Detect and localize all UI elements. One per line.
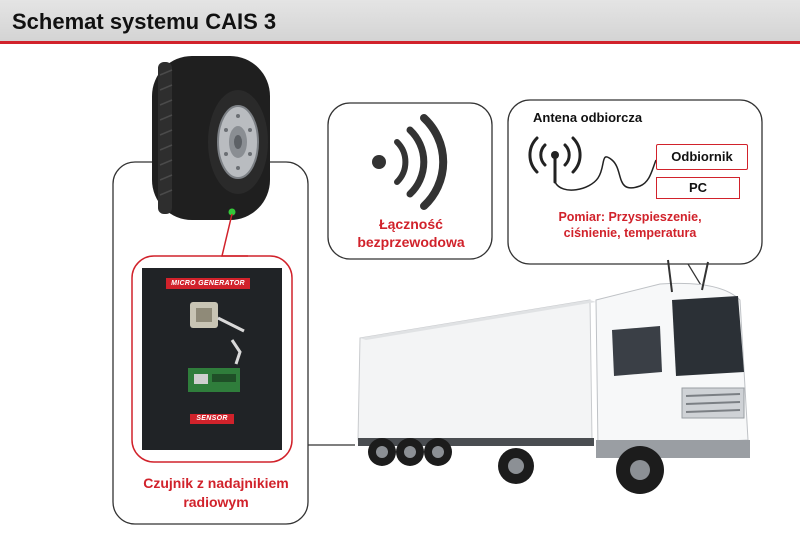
tire-illustration (152, 56, 270, 220)
page-title: Schemat systemu CAIS 3 (12, 9, 277, 34)
antenna-icon (528, 136, 582, 184)
wireless-callout-box (327, 102, 493, 260)
measurement-caption-line2: ciśnienie, temperatura (563, 226, 697, 240)
wireless-caption-line2: bezprzewodowa (357, 234, 465, 250)
sensor-photo-frame (131, 255, 293, 463)
micro-generator-label: MICRO GENERATOR (166, 278, 250, 289)
receiver-box-label: Odbiornik (656, 144, 748, 170)
antenna-cable (554, 156, 657, 191)
sensor-caption-line1: Czujnik z nadajnikiem (143, 475, 289, 491)
header-bar: Schemat systemu CAIS 3 (0, 0, 800, 41)
receiver-callout-box (507, 99, 763, 265)
measurement-caption: Pomiar: Przyspieszenie, ciśnienie, tempe… (530, 209, 730, 241)
antenna-label: Antena odbiorcza (533, 110, 643, 125)
wireless-signal-icon (372, 114, 448, 210)
sensor-caption-line2: radiowym (183, 494, 249, 510)
callout-pointer (221, 213, 248, 257)
sensor-caption: Czujnik z nadajnikiem radiowym (128, 474, 304, 512)
header-divider (0, 41, 800, 44)
truck-illustration (357, 259, 750, 494)
wireless-caption-line1: Łączność (379, 216, 443, 232)
wireless-caption: Łączność bezprzewodowa (336, 215, 486, 251)
pc-box-label: PC (656, 177, 740, 199)
sensor-label: SENSOR (190, 414, 234, 424)
measurement-caption-line1: Pomiar: Przyspieszenie, (558, 210, 702, 224)
sensor-dot-icon (228, 208, 236, 216)
